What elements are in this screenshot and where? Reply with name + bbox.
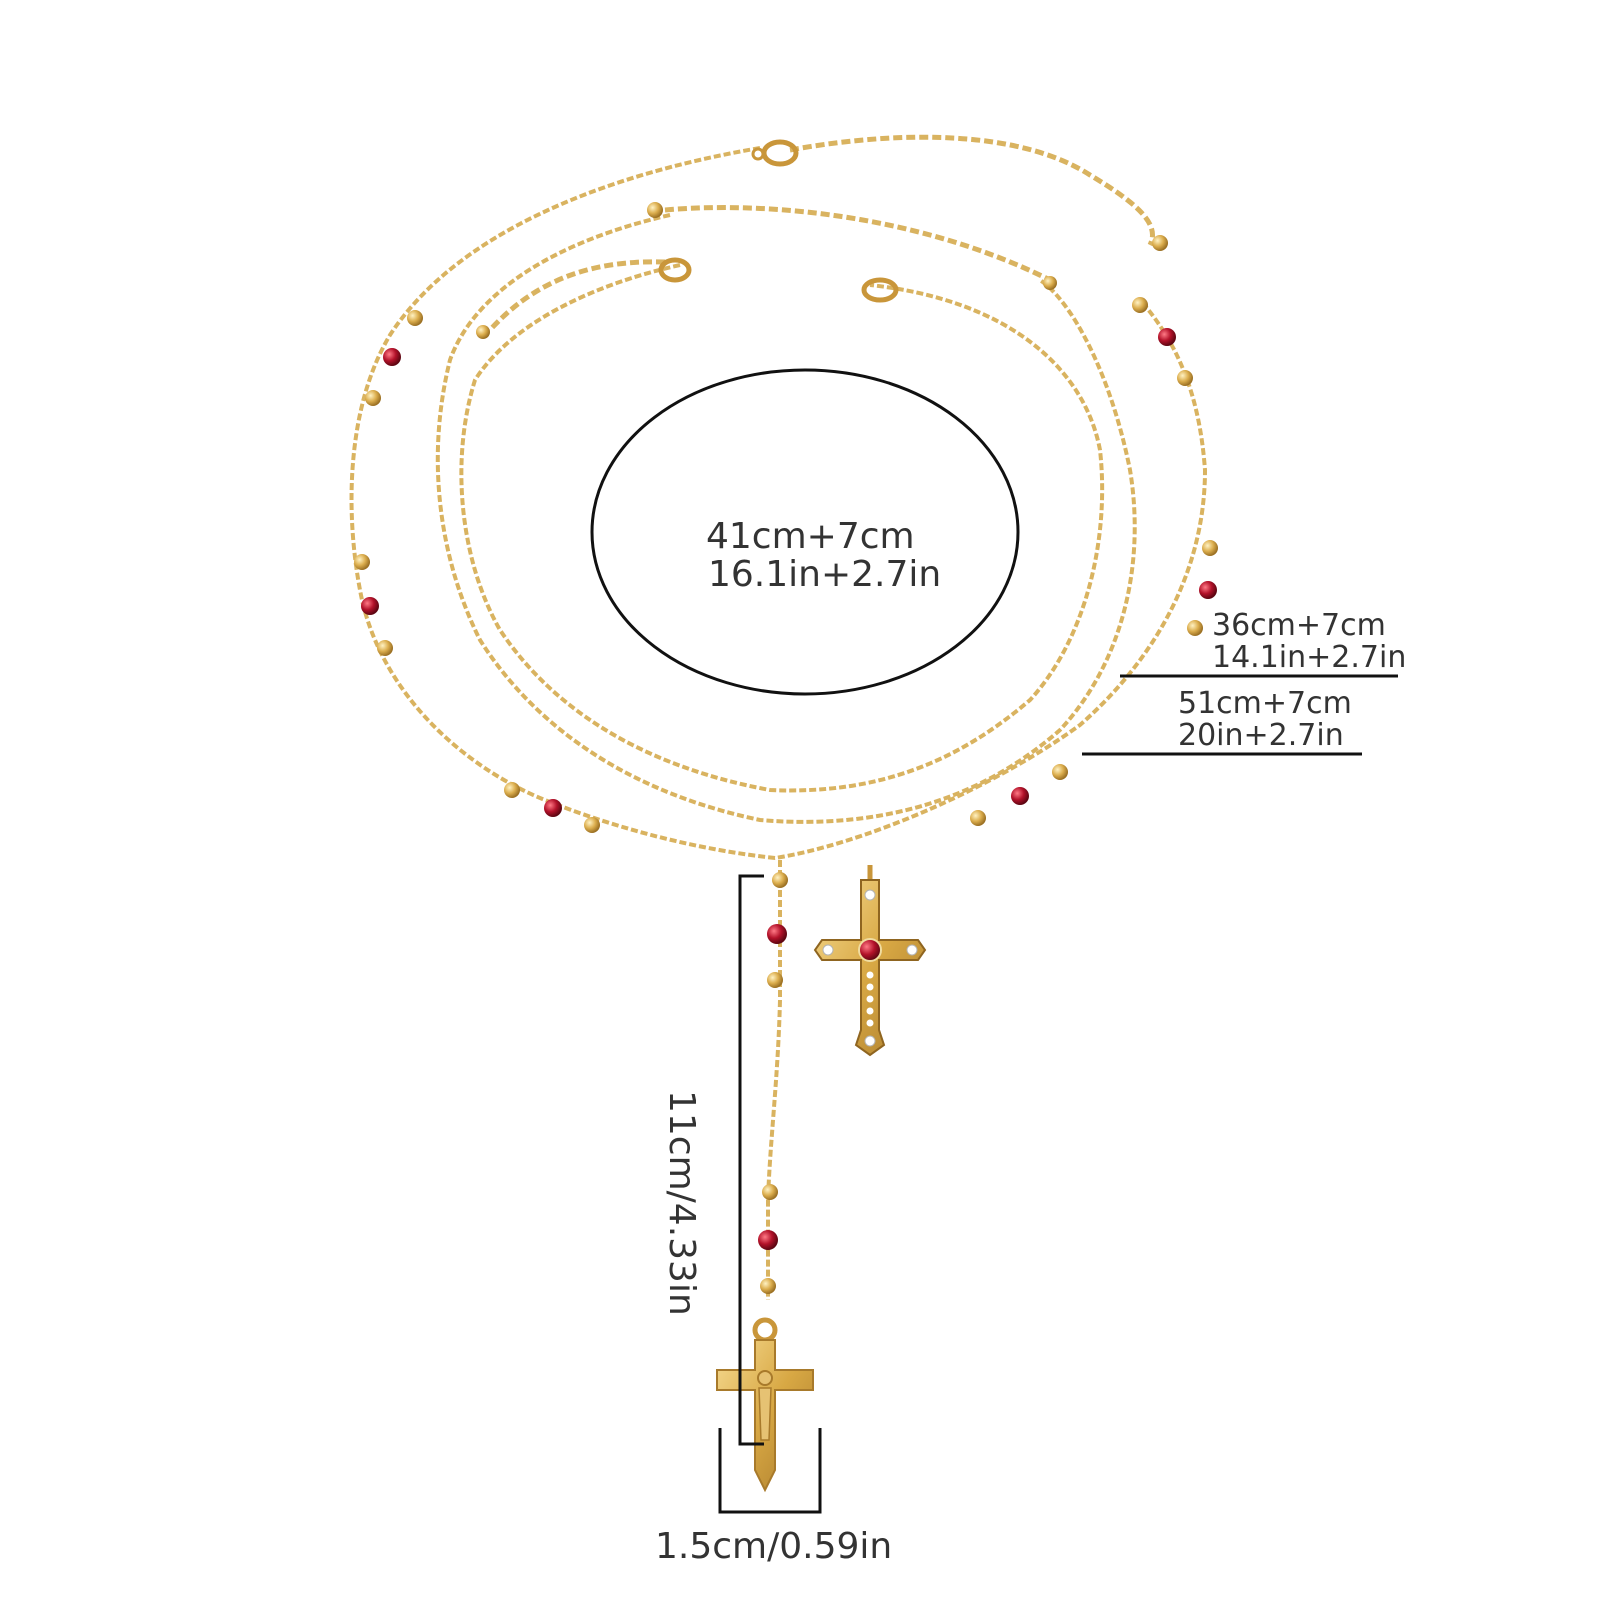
- necklace-36-label: 36cm+7cm 14.1in+2.7in: [1212, 610, 1406, 673]
- necklace-36-in: 14.1in+2.7in: [1212, 639, 1407, 675]
- lobster-clasp: [861, 277, 899, 303]
- rosary-beads: [354, 297, 1218, 833]
- center-size-label: 41cm+7cm 16.1in+2.7in: [706, 518, 941, 594]
- necklace-36-cm: 36cm+7cm: [1212, 608, 1386, 643]
- lobster-clasp: [658, 257, 692, 283]
- extender-end-bead: [647, 202, 663, 218]
- necklace-51-label: 51cm+7cm 20in+2.7in: [1178, 688, 1352, 751]
- middle-chain: [435, 213, 1137, 824]
- extender-chain-inner: [488, 259, 666, 332]
- inner-size-ellipse: [590, 368, 1020, 696]
- necklace-51-cm: 51cm+7cm: [1178, 686, 1352, 721]
- center-size-cm: 41cm+7cm: [706, 516, 915, 557]
- center-size-in: 16.1in+2.7in: [708, 553, 942, 595]
- outer-rosary-chain: [349, 146, 1208, 861]
- crucifix-pendant: [716, 1317, 814, 1493]
- necklace-51-in: 20in+2.7in: [1178, 717, 1344, 753]
- pendant-width-label: 1.5cm/0.59in: [655, 1526, 893, 1567]
- inner-chain: [459, 263, 1105, 793]
- jeweled-cross-pendant: [813, 865, 927, 1057]
- pendant-width-bracket: [718, 1428, 822, 1514]
- rosary-drop-beads: [758, 872, 788, 1294]
- extender-chain-outer: [789, 134, 1155, 247]
- extender-end-bead: [476, 325, 490, 339]
- extender-chain-middle: [664, 205, 1052, 283]
- lobster-clasp: [751, 139, 799, 167]
- drop-length-label: 11cm/4.33in: [661, 1090, 702, 1316]
- drop-length-bracket: [738, 874, 764, 1446]
- extender-end-bead: [1152, 235, 1168, 251]
- extender-end-bead: [1043, 276, 1057, 290]
